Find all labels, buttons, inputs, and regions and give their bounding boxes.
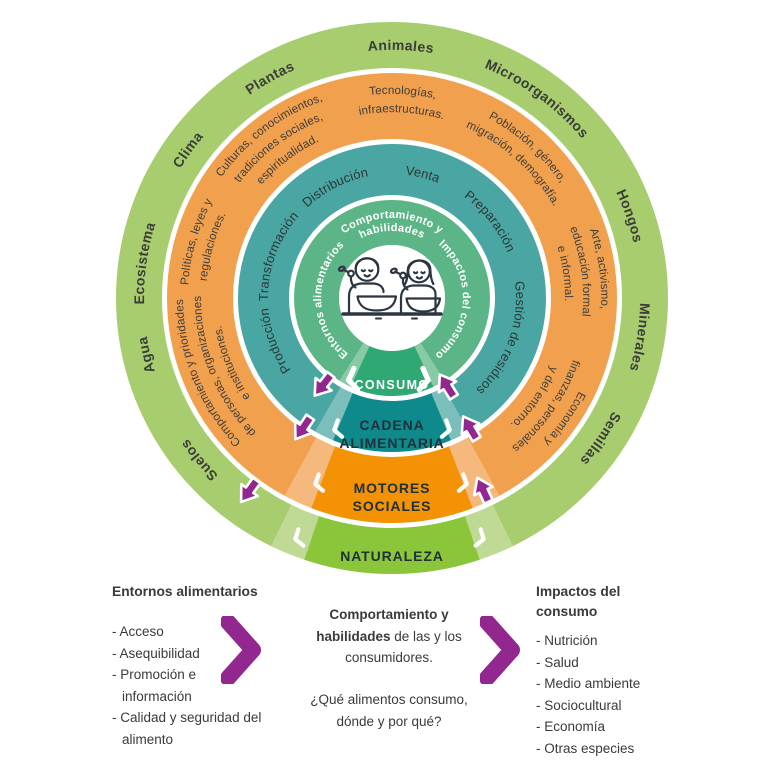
white-chevron-mark [345, 365, 361, 392]
list-item: - Acceso [112, 624, 164, 639]
people-linework [337, 257, 443, 320]
man-hair [354, 257, 380, 270]
flow-arrow-icon [313, 370, 336, 397]
woman-torso [399, 284, 437, 314]
list-item: - Nutrición [536, 633, 598, 648]
arrows-layer [239, 370, 494, 506]
footer-left-list: - Acceso - Asequibilidad - Promoción e i… [112, 621, 262, 750]
motores-wedge [311, 446, 473, 524]
list-item: - Asequibilidad [112, 645, 200, 661]
ring-label: Animales [367, 37, 435, 56]
flow-arrow-icon [437, 373, 460, 401]
white-chevron-mark [456, 472, 469, 493]
man-eyes [360, 269, 374, 273]
motores-badge-line2: SOCIALES [353, 498, 432, 514]
woman-arm [401, 277, 409, 291]
woman-hair-sides [403, 268, 435, 286]
center-note-bold: Comportamiento y habilidades [316, 607, 449, 644]
footer-left-title: Entornos alimentarios [112, 584, 258, 599]
chevron-right-icon [221, 616, 261, 684]
list-item: - Promoción e información [112, 667, 197, 704]
man-torso [347, 282, 385, 314]
woman-spoon-bowl [389, 267, 398, 274]
cadena-wedge [333, 393, 451, 453]
footer-center-note: Comportamiento y habilidades de las y lo… [296, 604, 482, 669]
white-chevron-mark [293, 527, 306, 548]
footer-right-list: - Nutrición - Salud - Medio ambiente - S… [536, 630, 676, 759]
man-spoon-bowl [337, 265, 346, 272]
naturaleza-wedge [304, 516, 480, 574]
rings-diagram: AnimalesMicroorganismosHongosMineralesSe… [116, 22, 668, 575]
flow-arrow-icon [293, 413, 316, 441]
footer-center-question: ¿Qué alimentos consumo, dónde y por qué? [310, 692, 468, 729]
center-note-rest: de las y los consumidores. [345, 628, 462, 666]
white-chevron-mark [332, 418, 345, 439]
white-chevron-mark [416, 365, 431, 392]
woman-bowl [405, 297, 442, 313]
woman-eyes [412, 271, 426, 275]
white-chevron-mark [473, 527, 486, 548]
chevron-stroke [221, 616, 261, 684]
white-chevron-mark [313, 472, 326, 493]
man-arm [349, 275, 357, 289]
list-item: - Otras especies [536, 740, 635, 756]
list-item: - Economía [536, 719, 606, 734]
white-chevron-mark [439, 418, 452, 439]
man-smile [363, 274, 371, 278]
list-item: - Calidad y seguridad del alimento [112, 710, 262, 747]
wedges-layer [304, 346, 480, 574]
motores-badge-line1: MOTORES [354, 480, 431, 496]
consumo-wedge [350, 346, 434, 396]
badge-labels: CONSUMO CADENA ALIMENTARIA MOTORES SOCIA… [339, 378, 444, 564]
flow-arrow-icon [460, 415, 482, 443]
flow-arrow-icon [239, 476, 262, 504]
woman-smile [415, 276, 424, 280]
list-item: - Medio ambiente [536, 676, 641, 691]
man-bowl [356, 295, 398, 312]
consumo-badge: CONSUMO [354, 378, 429, 392]
ring-label-text: Animales [367, 37, 435, 56]
chevron-right-icon [480, 616, 520, 684]
footer-right-title: Impactos del consumo [536, 584, 621, 619]
cadena-badge-line2: ALIMENTARIA [339, 435, 444, 451]
naturaleza-badge: NATURALEZA [340, 548, 444, 564]
list-item: - Sociocultural [536, 697, 622, 713]
list-item: - Salud [536, 654, 579, 670]
people-eating-illustration [337, 245, 445, 351]
cadena-badge-line1: CADENA [359, 417, 424, 433]
chevron-marks-layer [293, 365, 486, 548]
center-circle [339, 245, 445, 351]
chevron-stroke [480, 616, 520, 684]
woman-hair-top [406, 259, 432, 272]
flow-arrow-icon [472, 476, 494, 506]
